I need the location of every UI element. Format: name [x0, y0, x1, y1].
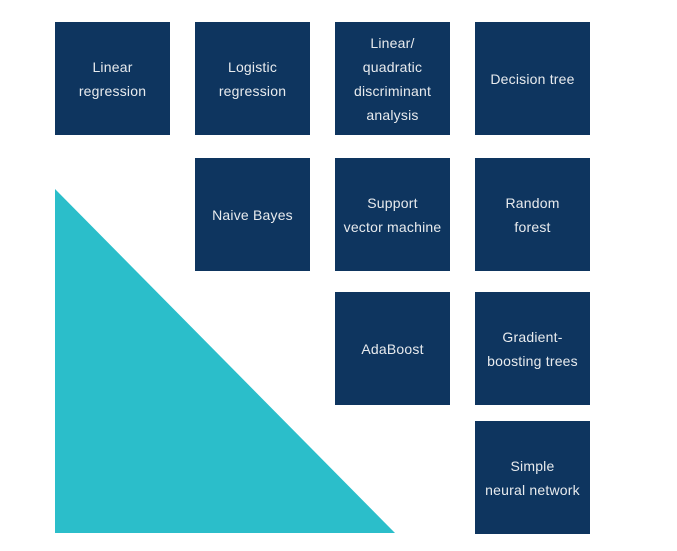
algorithm-box-gradient-boosting-trees: Gradient- boosting trees: [475, 292, 590, 405]
algorithm-box-random-forest: Random forest: [475, 158, 590, 271]
algorithm-box-linear-regression: Linear regression: [55, 22, 170, 135]
algorithm-box-decision-tree: Decision tree: [475, 22, 590, 135]
teal-triangle: [55, 189, 395, 533]
algorithm-box-logistic-regression: Logistic regression: [195, 22, 310, 135]
teal-triangle-shape: [55, 189, 395, 533]
algorithm-box-support-vector-machine: Support vector machine: [335, 158, 450, 271]
algorithm-box-simple-neural-network: Simple neural network: [475, 421, 590, 534]
algorithm-box-naive-bayes: Naive Bayes: [195, 158, 310, 271]
algorithm-box-adaboost: AdaBoost: [335, 292, 450, 405]
algorithm-box-linear-quadratic-discriminant-analysis: Linear/ quadratic discriminant analysis: [335, 22, 450, 135]
